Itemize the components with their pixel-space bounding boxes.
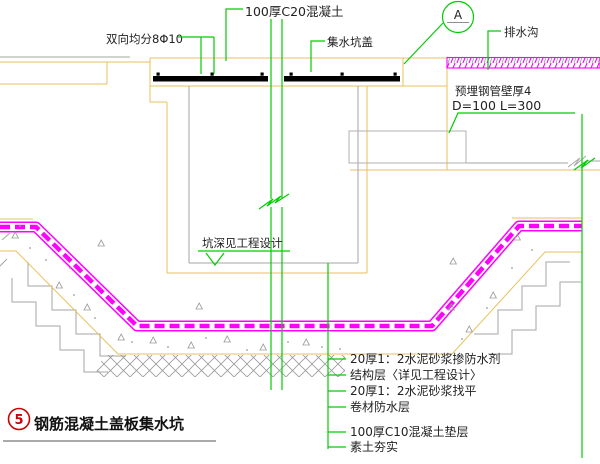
drain-callout: 排水沟	[504, 25, 539, 39]
embedded-pipe	[348, 130, 467, 164]
layer-label: 结构层〈详见工程设计〉	[350, 367, 482, 382]
topping-callout: 100厚C20混凝土	[245, 4, 344, 19]
concrete-speckles	[11, 225, 533, 351]
title-text: 钢筋混凝土盖板集水坑	[34, 415, 184, 433]
title-number: 5	[14, 413, 23, 428]
break-symbol-right	[573, 157, 596, 171]
floor-structure	[0, 56, 600, 171]
layer-label: 20厚1：2水泥砂浆掺防水剂	[350, 351, 501, 366]
pipe-callout-line1: 预埋钢管壁厚4	[455, 84, 531, 98]
drawing-title: 5 钢筋混凝土盖板集水坑	[3, 407, 216, 442]
section-marker-letter: A	[454, 8, 463, 22]
layer-label: 素土夯实	[350, 439, 398, 454]
waterproof-membrane	[0, 220, 582, 332]
drain-channel-strip	[446, 56, 600, 69]
section-lines	[258, 19, 596, 458]
pipe-callout-line2: D=100 L=300	[452, 98, 541, 113]
rebar-dots	[156, 72, 397, 76]
rebar-callout: 双向均分8Φ10	[106, 32, 183, 46]
compacted-soil	[94, 355, 345, 377]
pit-depth-callout: 坑深见工程设计	[202, 236, 283, 250]
layer-label: 100厚C10混凝土垫层	[350, 424, 469, 439]
cushion-layer	[0, 217, 582, 355]
section-marker: A	[403, 0, 475, 65]
layer-label: 20厚1：2水泥砂浆找平	[350, 383, 477, 398]
layer-labels: 20厚1：2水泥砂浆掺防水剂 结构层〈详见工程设计〉 20厚1：2水泥砂浆找平 …	[327, 263, 501, 454]
cover-slab	[153, 72, 400, 82]
soil-hatch	[94, 355, 345, 377]
cover-slab-right	[284, 76, 400, 82]
layer-label: 卷材防水层	[350, 399, 410, 414]
excavation-steps	[0, 232, 581, 373]
cover-slab-left	[153, 76, 268, 82]
break-symbol	[258, 193, 290, 210]
drain-channel	[446, 56, 600, 69]
title-number-circle	[7, 407, 31, 431]
callouts: 双向均分8Φ10 100厚C20混凝土 集水坑盖 A 排水沟 预埋钢管壁厚4 D…	[106, 0, 575, 266]
pipe-outline	[348, 130, 467, 164]
pit-cover-callout: 集水坑盖	[327, 35, 373, 49]
